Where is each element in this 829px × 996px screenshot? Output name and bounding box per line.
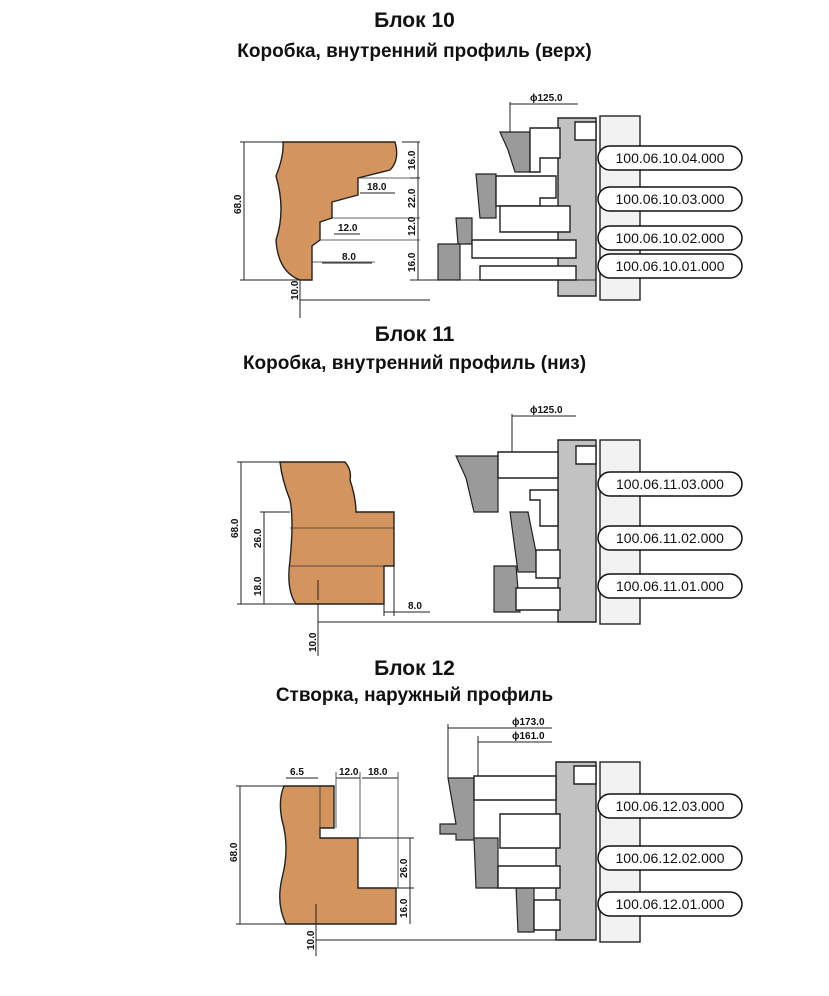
block-11-dim-8: 8.0 bbox=[408, 601, 422, 612]
block-12-subtitle: Створка, наружный профиль bbox=[275, 685, 554, 706]
block-10-knife-2 bbox=[455, 217, 473, 245]
block-11-dim-18: 18.0 bbox=[253, 576, 264, 596]
block-12-hub bbox=[555, 761, 597, 941]
block-10-dim-12b: 12.0 bbox=[407, 216, 418, 236]
block-12-workpiece bbox=[279, 785, 397, 925]
block-11-title: Блок 11 bbox=[374, 323, 455, 346]
block-10-dim-16b: 16.0 bbox=[407, 252, 418, 272]
block-12-part-1: 100.06.12.01.000 bbox=[616, 896, 725, 912]
block-12-dim-18: 18.0 bbox=[368, 767, 388, 778]
block-10-diameter: ϕ125.0 bbox=[530, 93, 563, 104]
block-12-dim-6-5: 6.5 bbox=[290, 767, 304, 778]
block-10-part-pill-3 bbox=[597, 186, 743, 212]
block-10-part-pill-2 bbox=[597, 225, 743, 251]
block-12-dim-68: 68.0 bbox=[229, 842, 240, 862]
block-10-drawing: 68.0 16.0 22.0 12.0 16.0 18.0 12.0 8.0 1… bbox=[233, 93, 743, 318]
block-10-dim-18: 18.0 bbox=[367, 182, 387, 193]
block-10-dim-22: 22.0 bbox=[407, 188, 418, 208]
block-11-diameter: ϕ125.0 bbox=[530, 405, 563, 416]
block-12-knife-1 bbox=[515, 885, 535, 933]
block-10-part-4: 100.06.10.04.000 bbox=[616, 150, 725, 166]
block-10-dim-16: 16.0 bbox=[407, 150, 418, 170]
block-10-knife-3 bbox=[475, 173, 497, 219]
block-11-workpiece bbox=[279, 461, 395, 605]
block-10-part-2: 100.06.10.02.000 bbox=[616, 230, 725, 246]
block-10-title: Блок 10 bbox=[374, 9, 455, 32]
block-11-part-pill-1 bbox=[597, 573, 743, 599]
block-11-part-pill-2 bbox=[597, 525, 743, 551]
block-10-knife-4 bbox=[499, 131, 531, 173]
block-12-part-pill-2 bbox=[597, 845, 743, 871]
block-12-knife-2 bbox=[473, 837, 499, 889]
block-10-part-pill-4 bbox=[597, 145, 743, 171]
block-11-dim-68: 68.0 bbox=[230, 518, 241, 538]
block-11-part-3: 100.06.11.03.000 bbox=[616, 476, 724, 492]
block-12-drawing: 68.0 6.5 12.0 18.0 26.0 16.0 10.0 ϕ173.0… bbox=[229, 717, 743, 956]
block-10-part-pill-1 bbox=[597, 253, 743, 279]
block-12-part-3: 100.06.12.03.000 bbox=[616, 798, 725, 814]
block-12-part-pill-3 bbox=[597, 793, 743, 819]
block-11-knife-1 bbox=[493, 565, 521, 613]
block-12-dim-16: 16.0 bbox=[399, 898, 410, 918]
block-10-knife-1 bbox=[437, 243, 461, 281]
block-10-part-3: 100.06.10.03.000 bbox=[616, 191, 725, 207]
block-11-part-1: 100.06.11.01.000 bbox=[616, 578, 724, 594]
block-11-part-2: 100.06.11.02.000 bbox=[616, 530, 724, 546]
block-12-diameter-161: ϕ161.0 bbox=[512, 731, 545, 742]
block-11-dim-26: 26.0 bbox=[253, 528, 264, 548]
block-11-subtitle: Коробка, внутренний профиль (низ) bbox=[242, 353, 587, 374]
block-10-subtitle: Коробка, внутренний профиль (верх) bbox=[237, 41, 592, 62]
block-11-hub bbox=[557, 439, 597, 623]
block-11-dim-10: 10.0 bbox=[308, 632, 319, 652]
block-11-knife-3 bbox=[455, 455, 499, 513]
block-11-drawing: 68.0 26.0 18.0 8.0 10.0 ϕ125.0 100.06.1 bbox=[230, 405, 743, 656]
block-12-part-2: 100.06.12.02.000 bbox=[616, 850, 725, 866]
block-12-title: Блок 12 bbox=[374, 657, 455, 680]
block-12-dim-10: 10.0 bbox=[306, 930, 317, 950]
block-10-dim-12: 12.0 bbox=[338, 223, 358, 234]
block-10-dim-10: 10.0 bbox=[290, 280, 301, 300]
block-10-part-1: 100.06.10.01.000 bbox=[616, 258, 725, 274]
block-12-diameter-173: ϕ173.0 bbox=[512, 717, 545, 728]
block-12-dim-26: 26.0 bbox=[399, 858, 410, 878]
block-10-workpiece bbox=[275, 141, 398, 281]
block-10-dim-68: 68.0 bbox=[233, 194, 244, 214]
block-11-part-pill-3 bbox=[597, 471, 743, 497]
block-12-part-pill-1 bbox=[597, 891, 743, 917]
block-10-dim-8: 8.0 bbox=[342, 252, 356, 263]
block-12-dim-12: 12.0 bbox=[339, 767, 359, 778]
block-12-knife-3 bbox=[439, 777, 475, 841]
